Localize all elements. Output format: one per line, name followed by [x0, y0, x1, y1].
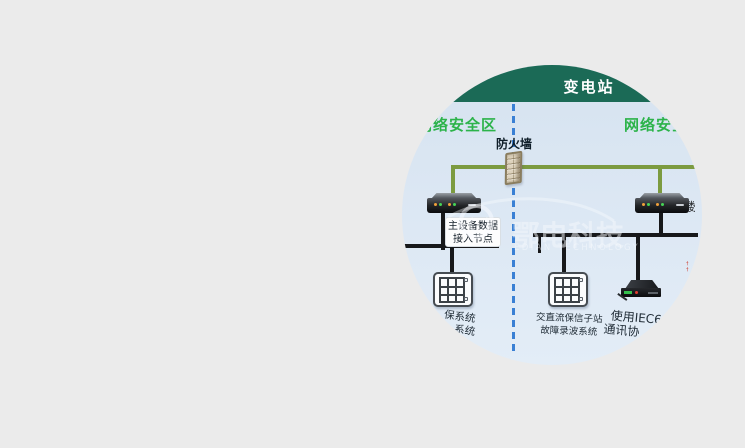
device-panel [439, 277, 465, 303]
diagram-title: 变电站 [563, 78, 615, 96]
line-bus-to-middevice [562, 233, 566, 272]
firewall-label: 防火墙 [495, 137, 532, 151]
protection-device-left-icon [433, 272, 473, 307]
header-arc [402, 65, 702, 102]
device-dot [579, 297, 583, 301]
server-icon [617, 280, 663, 302]
server-top-face [625, 280, 659, 289]
red-annotation-marks: †† [686, 261, 689, 273]
server-led-strip [624, 290, 632, 294]
bus-right [533, 233, 698, 237]
clipped-label-right: 数 [688, 200, 695, 212]
line-switchright-to-bus [659, 211, 663, 237]
green-bus-drop-left [451, 165, 455, 198]
switch-top-face [431, 193, 477, 199]
line-busleft-to-device [450, 244, 454, 274]
led-icon [642, 203, 645, 206]
node-label-box: 主设备数据 接入节点 [445, 217, 501, 247]
device-panel [554, 277, 580, 303]
led-icon [434, 203, 437, 206]
label-middle-device: 交直流保信子站 故障录波系统 [535, 311, 603, 338]
led-icon [661, 203, 664, 206]
label-right-device: 使用IEC61 通讯协 [603, 308, 670, 339]
protection-device-middle-icon [548, 272, 588, 307]
led-icon [453, 203, 456, 206]
green-bus-horizontal [451, 165, 696, 169]
led-icon [448, 203, 451, 206]
zone-label-right: 网络安全区 [624, 116, 702, 134]
line-switchleft-to-bus [441, 211, 445, 250]
zone-label-left: 网络安全区 [417, 116, 498, 134]
green-bus-drop-right [658, 165, 662, 198]
device-dot [464, 278, 468, 282]
server-front-face [621, 288, 661, 297]
node-label-line2: 接入节点 [453, 234, 493, 245]
led-icon [439, 203, 442, 206]
device-dot [579, 278, 583, 282]
bus-right-stub [538, 233, 541, 253]
switch-right-icon [635, 193, 689, 214]
server-slot [648, 291, 658, 294]
security-boundary-dashed-line [512, 104, 515, 352]
firewall-icon [504, 150, 523, 186]
led-icon [656, 203, 659, 206]
switch-top-face [639, 193, 685, 199]
led-icon [647, 203, 650, 206]
node-label-line1: 主设备数据 [448, 221, 498, 232]
device-dot [464, 297, 468, 301]
server-led-red [635, 291, 638, 294]
label-left-device: 保系统 系统 [443, 308, 477, 339]
switch-front-face [635, 198, 689, 213]
switch-slot [676, 204, 684, 206]
switch-front-face [427, 198, 481, 213]
switch-slot [468, 204, 476, 206]
watermark-en-text: EDIAN TECHNOLOGY [514, 243, 641, 253]
line-bus-to-server [636, 233, 640, 283]
diagram-circle: 变电站 网络安全区 网络安全区 防火墙 数 [402, 65, 702, 365]
switch-left-icon [427, 193, 481, 214]
